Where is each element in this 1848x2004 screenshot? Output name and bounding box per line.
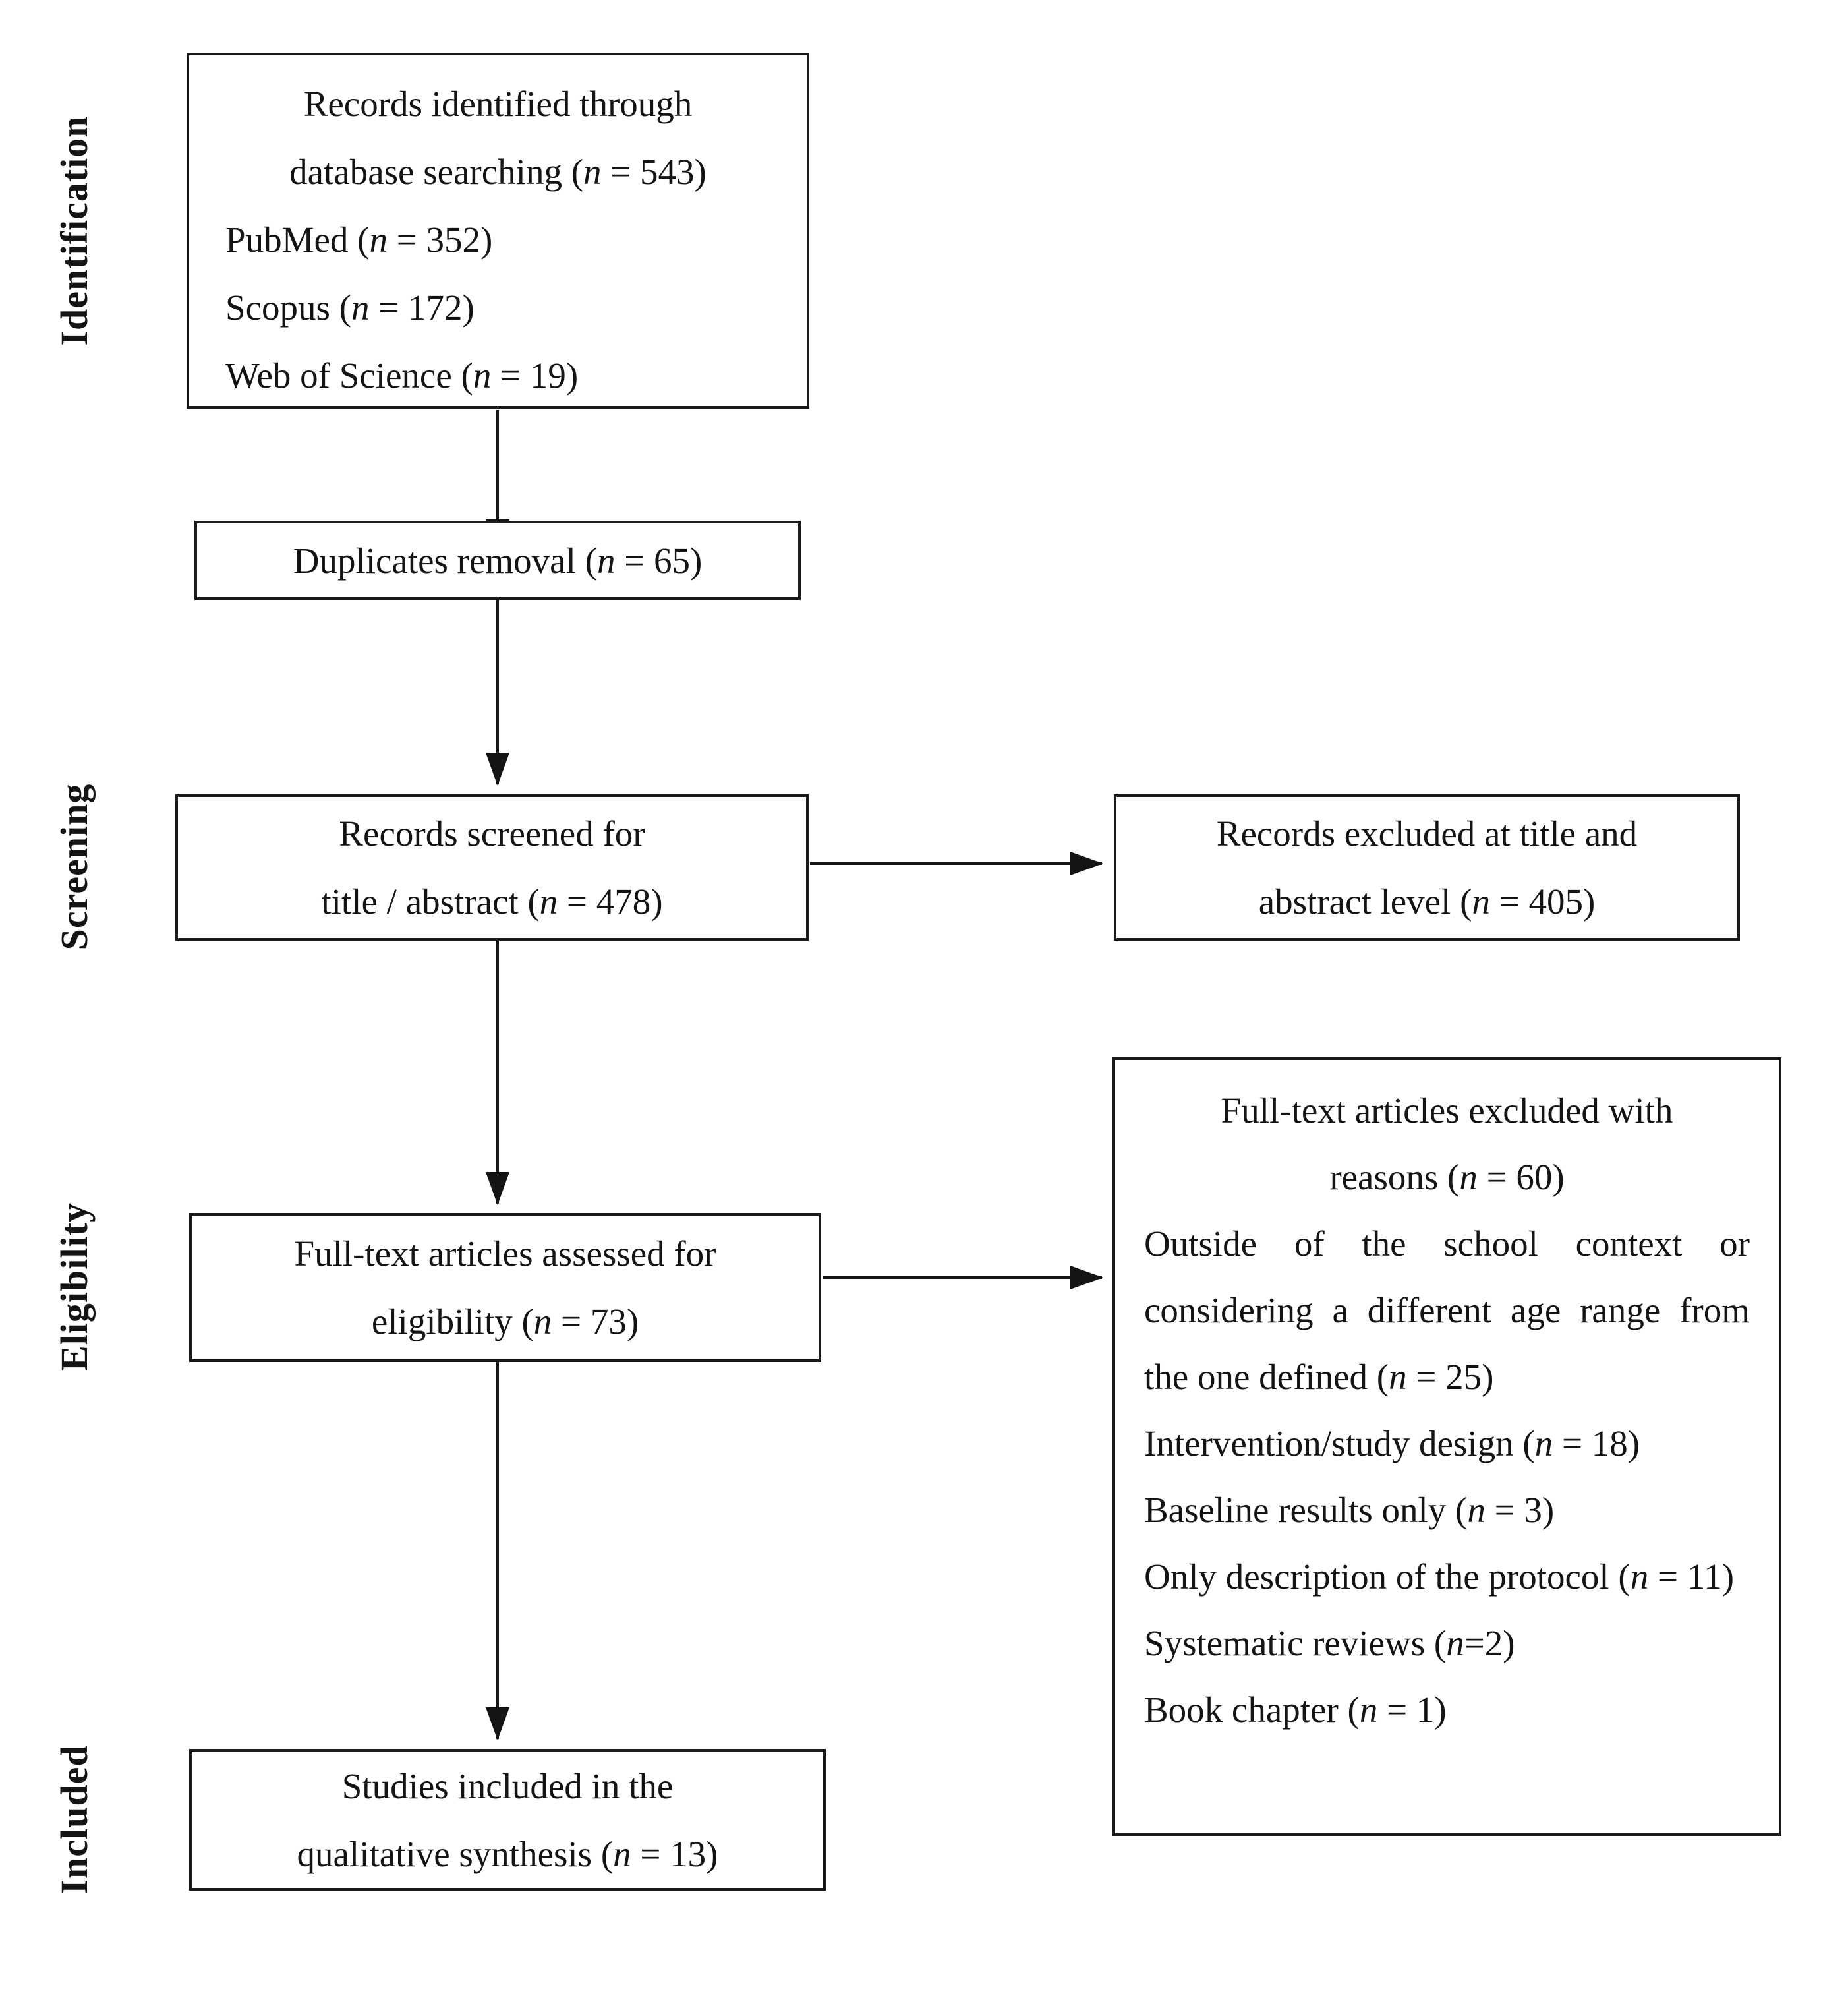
exclusion-reason: Outside of the school context or conside… [1144, 1223, 1750, 1397]
stage-label-eligibility: Eligibility [52, 1202, 96, 1371]
box-duplicates-removal: Duplicates removal (n = 65) [194, 521, 801, 600]
stage-label-included: Included [52, 1744, 96, 1895]
exclusion-reason: Baseline results only (n = 3) [1144, 1490, 1555, 1530]
fulltext-excluded-heading: Full-text articles excluded with [1221, 1090, 1673, 1131]
box-records-screened: Records screened for title / abstract (n… [175, 794, 809, 941]
duplicates-removal-line: Duplicates removal (n = 65) [293, 540, 703, 581]
exclusion-reason: Book chapter (n = 1) [1144, 1690, 1447, 1730]
box-fulltext-assessed: Full-text articles assessed for eligibil… [189, 1213, 821, 1362]
studies-included-line: Studies included in the [341, 1765, 674, 1806]
exclusion-reason: Intervention/study design (n = 18) [1144, 1423, 1640, 1463]
source-scopus: Scopus (n = 172) [225, 287, 475, 328]
box-records-excluded: Records excluded at title and abstract l… [1114, 794, 1740, 941]
records-screened-line: title / abstract (n = 478) [321, 881, 663, 922]
source-pubmed: PubMed (n = 352) [225, 220, 493, 260]
fulltext-assessed-line: eligibility (n = 73) [371, 1301, 639, 1341]
box-records-identified: Records identified through database sear… [187, 53, 809, 409]
stage-label-screening: Screening [52, 783, 96, 951]
box-studies-included: Studies included in the qualitative synt… [189, 1749, 826, 1891]
fulltext-excluded-heading: reasons (n = 60) [1329, 1157, 1565, 1197]
records-screened-line: Records screened for [339, 813, 645, 854]
records-excluded-line: abstract level (n = 405) [1258, 881, 1596, 922]
records-identified-line: database searching (n = 543) [289, 152, 707, 192]
prisma-flow-diagram: Identification Screening Eligibility Inc… [52, 53, 1781, 1895]
stage-label-identification: Identification [52, 115, 96, 346]
studies-included-line: qualitative synthesis (n = 13) [297, 1833, 718, 1874]
records-identified-line: Records identified through [303, 84, 693, 124]
records-excluded-line: Records excluded at title and [1216, 813, 1638, 854]
exclusion-reason: Systematic reviews (n=2) [1144, 1623, 1515, 1663]
fulltext-assessed-line: Full-text articles assessed for [294, 1233, 716, 1274]
source-web-of-science: Web of Science (n = 19) [225, 355, 579, 396]
exclusion-reason: Only description of the protocol (n = 11… [1144, 1556, 1735, 1597]
box-fulltext-excluded: Full-text articles excluded with reasons… [1112, 1057, 1781, 1836]
